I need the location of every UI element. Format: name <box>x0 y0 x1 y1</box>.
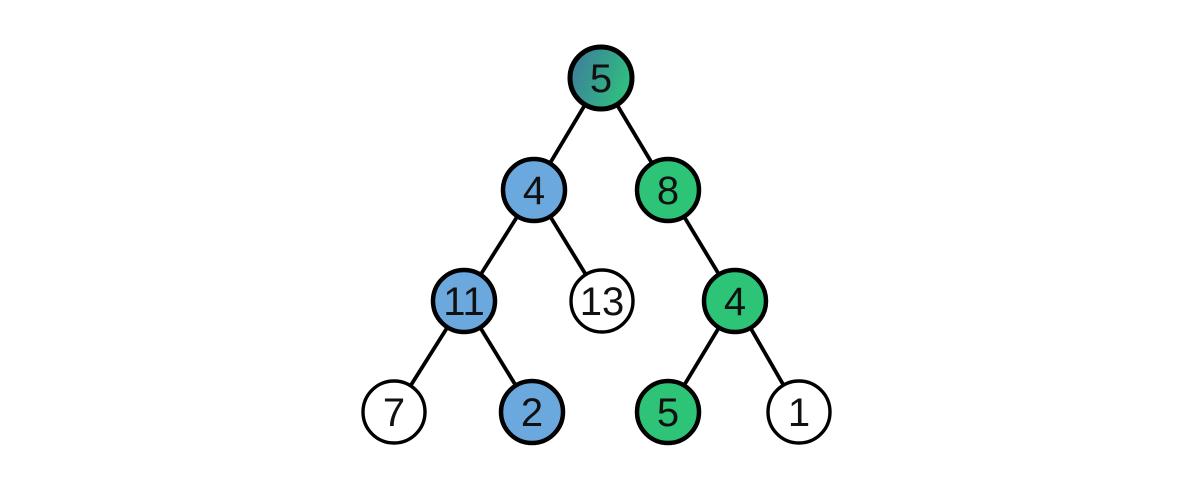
tree-node-circle-n13 <box>569 268 635 334</box>
tree-node-circle-n7 <box>361 379 427 445</box>
tree-node-n4-l: 4 <box>500 156 568 224</box>
tree-node-n4-r: 4 <box>701 267 769 335</box>
tree-node-circle-n4-r <box>701 267 769 335</box>
tree-node-circle-n11 <box>430 267 498 335</box>
tree-node-n2: 2 <box>498 378 566 446</box>
edges-layer <box>392 77 801 414</box>
tree-node-n5-b: 5 <box>634 378 702 446</box>
tree-node-circle-n2 <box>498 378 566 446</box>
tree-node-n1: 1 <box>766 379 832 445</box>
tree-node-n8: 8 <box>634 156 702 224</box>
tree-node-circle-n4-l <box>500 156 568 224</box>
tree-node-n11: 11 <box>430 267 498 335</box>
tree-node-circle-root <box>567 44 635 112</box>
tree-node-n7: 7 <box>361 379 427 445</box>
tree-node-circle-n5-b <box>634 378 702 446</box>
tree-node-circle-n8 <box>634 156 702 224</box>
tree-node-circle-n1 <box>766 379 832 445</box>
tree-node-n13: 13 <box>569 268 635 334</box>
tree-node-root: 5 <box>567 44 635 112</box>
